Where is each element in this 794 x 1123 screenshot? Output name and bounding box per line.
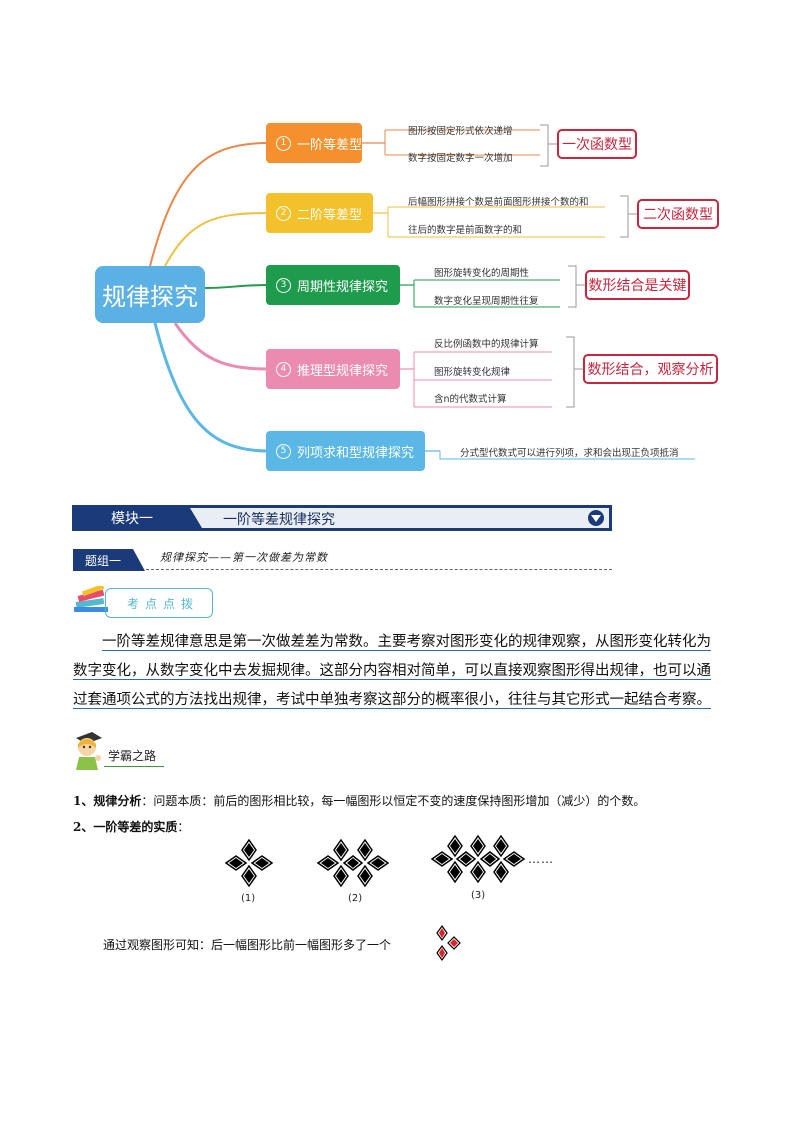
point-body: ：问题本质：前后的图形相比较，每一幅图形以恒定不变的速度保持图形增加（减少）的个…: [141, 794, 646, 808]
leaf: 往后的数字是前面数字的和: [408, 225, 523, 236]
intro-text: 一阶等差规律意思是第一次做差差为常数。主要考察对图形变化的规律观察，从图形变化转…: [73, 634, 711, 709]
leaf: 数字按固定数字一次增加: [408, 153, 513, 164]
result-box: 一次函数型: [557, 129, 637, 159]
figure-3: [430, 834, 526, 884]
point-head: 1、规律分析: [73, 794, 142, 808]
tip-box: 考点点拨: [105, 588, 213, 618]
mascot-icon: [76, 732, 102, 770]
leaf: 图形旋转变化的周期性: [434, 268, 530, 279]
branch-label: 周期性规律探究: [297, 279, 389, 295]
group-tag: [73, 549, 145, 571]
point-2: 2、一阶等差的实质：: [73, 818, 189, 835]
figure-caption: (1): [241, 893, 256, 904]
branch-1: 1 一阶等差型: [266, 123, 362, 163]
leaf: 图形旋转变化规律: [434, 367, 511, 378]
figure-caption: (2): [348, 893, 363, 904]
observation-text: 通过观察图形可知：后一幅图形比前一幅图形多了一个: [103, 938, 392, 952]
module-label: 模块一: [111, 511, 153, 527]
figure-2: [316, 838, 390, 888]
branch-5: 5 列项求和型规律探究: [266, 431, 425, 471]
module-bar: [72, 505, 612, 531]
branch-number: 3: [276, 277, 291, 293]
branch-label: 二阶等差型: [297, 207, 363, 223]
point-head: 2、一阶等差的实质: [73, 820, 178, 834]
branch-4: 4 推理型规律探究: [266, 349, 400, 389]
study-label: 学霸之路: [108, 749, 157, 763]
group-label: 题组一: [84, 553, 121, 568]
study-underline: [104, 766, 164, 767]
branch-3: 3 周期性规律探究: [266, 265, 400, 305]
intro-paragraph: 一阶等差规律意思是第一次做差差为常数。主要考察对图形变化的规律观察，从图形变化转…: [73, 628, 723, 715]
module-title: 一阶等差规律探究: [223, 512, 335, 528]
branch-label: 一阶等差型: [297, 137, 363, 153]
figure-caption: (3): [471, 890, 486, 901]
mindmap-connectors: [149, 124, 695, 460]
mindmap-root: 规律探究: [95, 266, 205, 323]
chevron-down-icon: [591, 515, 601, 522]
leaf: 数字变化呈现周期性往复: [434, 296, 539, 307]
result-box: 二次函数型: [637, 199, 719, 229]
point-1: 1、规律分析：问题本质：前后的图形相比较，每一幅图形以恒定不变的速度保持图形增加…: [73, 792, 645, 809]
leaf: 反比例函数中的规律计算: [434, 339, 539, 350]
result-box: 数形结合，观察分析: [583, 354, 718, 384]
point-body: ：: [177, 820, 190, 834]
group-title: 规律探究——第一次做差为常数: [160, 551, 328, 564]
leaf: 含n的代数式计算: [434, 394, 507, 405]
red-diamond-icon: [436, 924, 461, 962]
branch-label: 列项求和型规律探究: [297, 445, 415, 461]
branch-label: 推理型规律探究: [297, 363, 389, 379]
books-icon: [74, 586, 108, 612]
leaf: 后幅图形拼接个数是前面图形拼接个数的和: [408, 197, 589, 208]
branch-number: 2: [276, 205, 291, 221]
branch-2: 2 二阶等差型: [266, 193, 373, 233]
branch-number: 5: [276, 443, 291, 459]
dashed-divider: [146, 569, 612, 570]
leaf: 图形按固定形式依次递增: [408, 126, 513, 137]
branch-number: 4: [276, 361, 291, 377]
branch-number: 1: [276, 135, 291, 151]
leaf: 分式型代数式可以进行列项，求和会出现正负项抵消: [460, 448, 679, 459]
result-box: 数形结合是关键: [585, 270, 690, 300]
ellipsis: ……: [528, 852, 554, 866]
figure-1: [224, 838, 274, 888]
